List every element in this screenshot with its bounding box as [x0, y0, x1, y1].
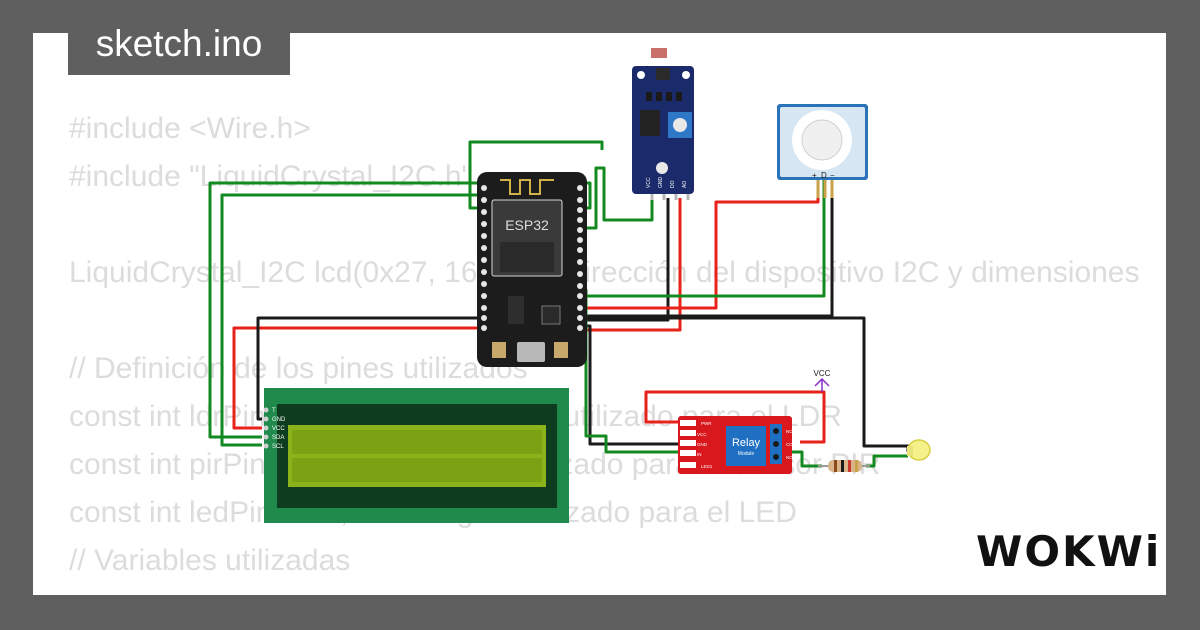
- wire-black: [580, 198, 670, 322]
- ldr-pin-do: DO: [670, 180, 676, 188]
- wire-green: [468, 140, 604, 210]
- wire-red: [644, 390, 826, 444]
- relay-sublabel: Module: [738, 451, 755, 457]
- wire-black: [580, 180, 834, 318]
- led-yellow: [907, 439, 931, 461]
- wire-red: [580, 198, 682, 332]
- code-line: // Variables utilizadas: [69, 544, 351, 577]
- code-line: #include "LiquidCrystal_I2C.h": [69, 160, 473, 193]
- relay-pin-nc: NC: [786, 429, 793, 434]
- wire-green: [580, 180, 826, 298]
- esp32-label: ESP32: [505, 217, 549, 233]
- lcd-pin-scl: SCL: [272, 444, 284, 450]
- brand-name: WOKWi: [976, 527, 1158, 576]
- resistor: [818, 460, 870, 472]
- vcc-symbol: VCC: [814, 369, 831, 392]
- relay-pin-com: COM: [786, 442, 797, 447]
- sketch-filename: sketch.ino: [68, 12, 290, 75]
- lcd-display: T GND VCC SDA SCL: [263, 388, 569, 523]
- code-line: #include <Wire.h>: [69, 112, 311, 145]
- lcd-pin-gnd: GND: [272, 417, 286, 423]
- relay-pin-no: NO: [786, 455, 793, 460]
- relay-pin-pwr: PWR: [701, 421, 712, 426]
- wire-green: [580, 288, 686, 454]
- ldr-pin-gnd: GND: [658, 177, 664, 189]
- ldr-sensor: VCC GND DO AO: [632, 48, 694, 200]
- relay-module: Relay Module PWR VCC GND IN LED1 NC COM …: [678, 416, 797, 474]
- code-line: int pirValue = 0; // Valor leído del sen…: [69, 585, 1140, 595]
- esp32-board: ESP32: [477, 172, 587, 367]
- wire-red: [580, 180, 820, 310]
- pir-sensor: + D −: [777, 104, 868, 198]
- vcc-label: VCC: [814, 369, 831, 378]
- ldr-pin-vcc: VCC: [646, 177, 652, 188]
- ldr-pin-ao: AO: [682, 181, 688, 188]
- relay-label: Relay: [732, 437, 761, 449]
- lcd-pin-labels: T GND VCC SDA SCL: [263, 407, 286, 450]
- relay-pin-gnd: GND: [697, 442, 708, 447]
- lcd-pin-t: T: [272, 408, 276, 414]
- wire-black: [580, 324, 686, 446]
- relay-pin-vcc: VCC: [697, 432, 707, 437]
- lcd-pin-vcc: VCC: [272, 426, 285, 432]
- lcd-pin-sda: SDA: [272, 435, 284, 441]
- wire-green: [208, 181, 592, 439]
- wire-black: [256, 316, 480, 421]
- relay-pin-led1: LED1: [701, 464, 713, 469]
- ldr-pin-labels: VCC GND DO AO: [646, 177, 688, 189]
- wire-green: [866, 454, 908, 468]
- relay-pin-in: IN: [697, 452, 702, 457]
- wokwi-logo: WOKWi: [976, 527, 1158, 576]
- wire-green: [790, 450, 822, 468]
- pir-pin-d: D: [821, 171, 827, 180]
- pir-pin-plus: +: [812, 171, 817, 180]
- wire-green: [580, 166, 654, 230]
- wire-red: [232, 326, 480, 430]
- pir-pin-minus: −: [830, 171, 835, 180]
